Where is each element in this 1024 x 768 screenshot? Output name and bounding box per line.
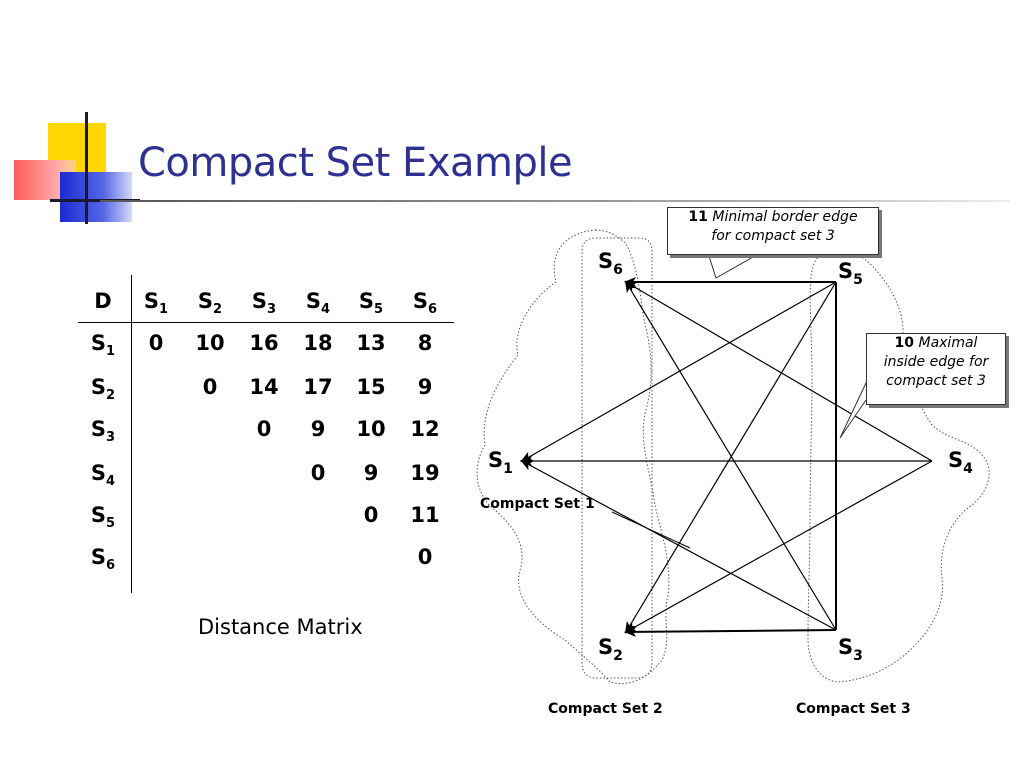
matrix-cell: 10 (356, 417, 386, 441)
matrix-row-header: S6 (90, 545, 116, 574)
matrix-cell: 11 (410, 503, 440, 527)
inside-edge-value: 10 (894, 335, 915, 351)
matrix-column-header: S4 (305, 289, 331, 318)
edge-s4-s6 (624, 280, 933, 462)
matrix-cell: 9 (417, 375, 433, 399)
matrix-row-header: S4 (90, 461, 116, 490)
matrix-cell: 13 (356, 331, 386, 355)
node-label-s4: S4 (948, 448, 973, 477)
compact-set-2-label: Compact Set 2 (548, 701, 663, 717)
matrix-corner-label: D (94, 289, 112, 313)
matrix-row-header: S3 (90, 417, 116, 446)
matrix-row-header: S2 (90, 375, 116, 404)
matrix-cell: 9 (310, 417, 326, 441)
slide-logo (0, 0, 160, 240)
matrix-cell: 8 (417, 331, 433, 355)
matrix-caption: Distance Matrix (198, 615, 363, 639)
matrix-column-header: S2 (197, 289, 223, 318)
inside-edge-text-line3: compact set 3 (886, 373, 986, 389)
matrix-cell: 0 (310, 461, 326, 485)
title-rule (100, 200, 1010, 202)
edge-s3-s1 (520, 460, 837, 631)
border-edge-value: 11 (688, 209, 708, 225)
matrix-row-rule (131, 275, 132, 593)
matrix-header-rule (78, 322, 454, 323)
matrix-cell: 10 (195, 331, 225, 355)
matrix-column-header: S5 (358, 289, 384, 318)
node-label-s1: S1 (488, 448, 513, 477)
matrix-column-header: S1 (143, 289, 169, 318)
compact-set-1-pointer (611, 511, 691, 549)
matrix-cell: 14 (249, 375, 279, 399)
matrix-cell: 15 (356, 375, 386, 399)
matrix-cell: 0 (363, 503, 379, 527)
inside-edge-callout-pointer (839, 382, 867, 439)
compact-set-1-outline (476, 229, 670, 684)
edge-s3-s2 (624, 626, 837, 637)
border-edge-callout-pointer (707, 252, 761, 279)
inside-edge-text-line1: Maximal (918, 335, 978, 351)
compact-set-2-outline (581, 237, 653, 679)
logo-vertical-line (85, 112, 88, 224)
matrix-cell: 12 (410, 417, 440, 441)
node-label-s2: S2 (598, 635, 623, 664)
compact-set-1-label: Compact Set 1 (480, 496, 595, 512)
logo-blue-square (60, 172, 132, 222)
matrix-column-header: S3 (251, 289, 277, 318)
matrix-row-header: S1 (90, 331, 116, 360)
node-label-s6: S6 (598, 249, 623, 278)
node-label-s5: S5 (838, 259, 863, 288)
node-label-s3: S3 (838, 635, 863, 664)
matrix-cell: 18 (303, 331, 333, 355)
matrix-cell: 9 (363, 461, 379, 485)
border-edge-callout: 11 Minimal border edge for compact set 3 (667, 207, 879, 255)
border-edge-text-line2: for compact set 3 (711, 228, 835, 244)
matrix-cell: 0 (148, 331, 164, 355)
edge-s3-s6 (624, 280, 837, 631)
matrix-cell: 0 (256, 417, 272, 441)
slide-title: Compact Set Example (138, 140, 573, 186)
inside-edge-callout: 10 Maximal inside edge for compact set 3 (866, 333, 1006, 405)
matrix-cell: 19 (410, 461, 440, 485)
matrix-row-header: S5 (90, 503, 116, 532)
border-edge-text-line1: Minimal border edge (712, 209, 858, 225)
logo-horizontal-line (50, 199, 140, 202)
matrix-cell: 16 (249, 331, 279, 355)
inside-edge-text-line2: inside edge for (883, 354, 989, 370)
edge-s5-s1 (520, 281, 837, 462)
graph-edges (520, 277, 933, 637)
matrix-column-header: S6 (412, 289, 438, 318)
edge-s4-s2 (624, 460, 933, 633)
compact-set-3-label: Compact Set 3 (796, 701, 911, 717)
matrix-cell: 0 (202, 375, 218, 399)
matrix-cell: 17 (303, 375, 333, 399)
matrix-cell: 0 (417, 545, 433, 569)
